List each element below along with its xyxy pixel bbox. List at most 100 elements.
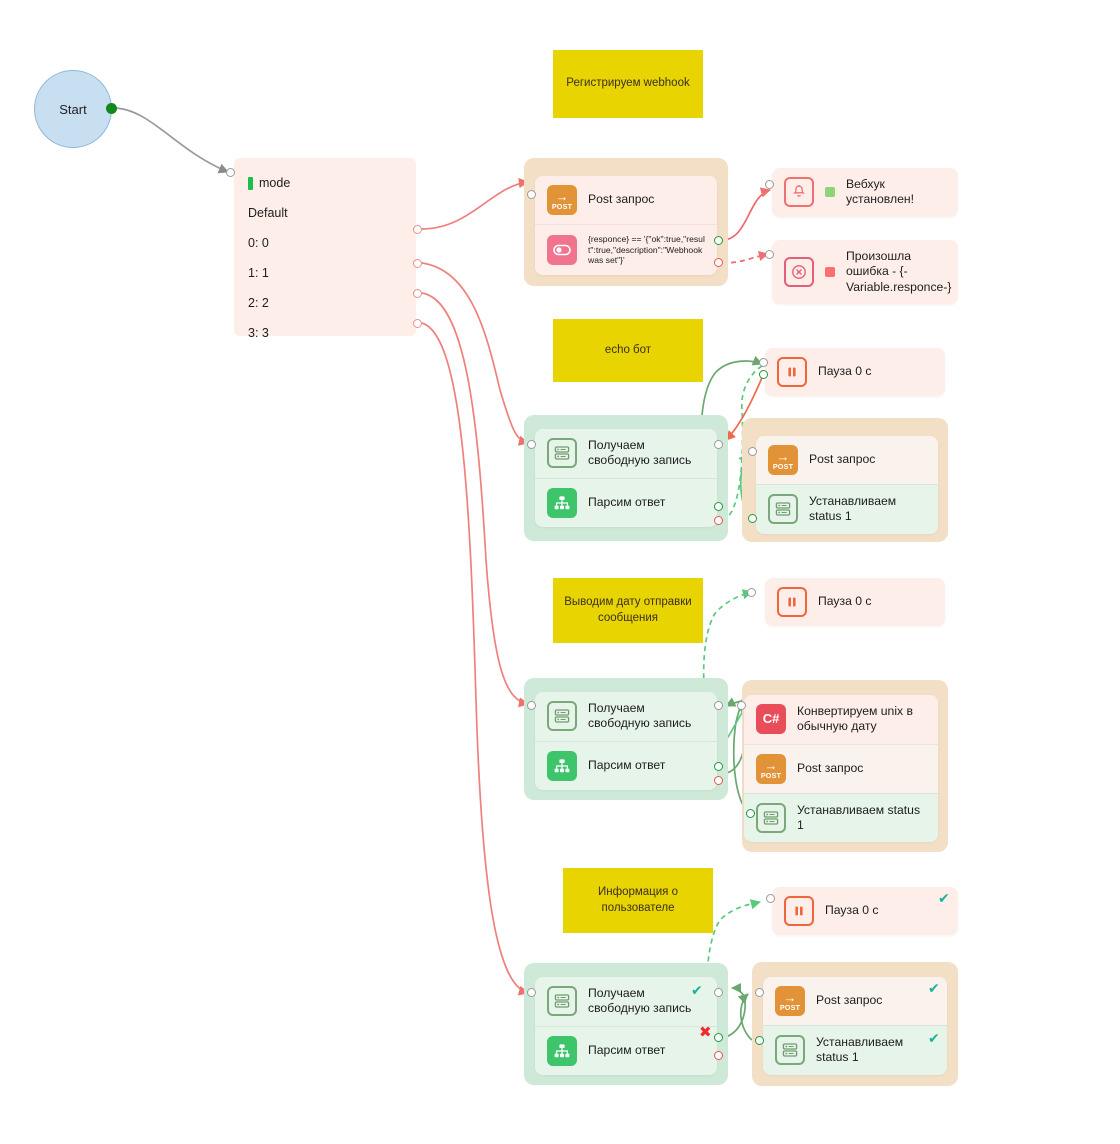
date-getrecord-output-port[interactable]: [714, 701, 723, 710]
note-text: Регистрируем webhook: [566, 77, 690, 90]
mode-row-1[interactable]: 1: 1: [248, 258, 416, 288]
user-pause-card[interactable]: Пауза 0 с: [772, 887, 958, 935]
echo-parse-ok-port[interactable]: [714, 502, 723, 511]
user-pause-row[interactable]: Пауза 0 с: [772, 887, 958, 935]
mode-output-port-3[interactable]: [413, 319, 422, 328]
note-register-webhook[interactable]: Регистрируем webhook: [553, 50, 703, 118]
echo-pause-row[interactable]: Пауза 0 с: [765, 348, 945, 396]
mode-switch-node[interactable]: mode Default 0: 0 1: 1 2: 2 3: 3: [234, 158, 416, 340]
user-pause-input-port[interactable]: [766, 894, 775, 903]
user-pause-check-icon: ✔: [938, 890, 950, 906]
user-getrecord-label: Получаем свободную запись: [588, 986, 692, 1016]
mode-input-port[interactable]: [226, 168, 235, 177]
webhook-condition-label: {responce} == '{"ok":true,"result":true,…: [588, 234, 705, 266]
date-pause-input-port[interactable]: [747, 588, 756, 597]
mode-row-3[interactable]: 3: 3: [248, 318, 416, 348]
date-setstatus-row[interactable]: Устанавливаем status 1: [744, 792, 938, 842]
mode-row-2[interactable]: 2: 2: [248, 288, 416, 318]
mode-row-0[interactable]: 0: 0: [248, 228, 416, 258]
date-csharp-row[interactable]: C# Конвертируем unix в обычную дату: [744, 695, 938, 744]
user-post-check-icon: ✔: [928, 980, 940, 996]
echo-post-input-port[interactable]: [748, 447, 757, 456]
date-source-input-port[interactable]: [527, 701, 536, 710]
webhook-condition-row[interactable]: {responce} == '{"ok":true,"result":true,…: [535, 224, 717, 276]
date-post-row[interactable]: →POST Post запрос: [744, 743, 938, 793]
server-icon: [775, 1035, 805, 1066]
start-output-port[interactable]: [106, 103, 117, 114]
webhook-error-row[interactable]: Произошла ошибка - {-Variable.responce-}: [772, 240, 958, 304]
date-parse-ok-port[interactable]: [714, 762, 723, 771]
date-source-card[interactable]: Получаем свободную запись Парсим ответ: [535, 692, 717, 790]
user-setstatus-port[interactable]: [755, 1036, 764, 1045]
webhook-post-card[interactable]: →POST Post запрос {responce} == '{"ok":t…: [535, 176, 717, 276]
echo-getrecord-output-port[interactable]: [714, 440, 723, 449]
webhook-error-card[interactable]: Произошла ошибка - {-Variable.responce-}: [772, 240, 958, 304]
echo-getrecord-label: Получаем свободную запись: [588, 438, 692, 468]
mode-title: mode: [259, 176, 291, 190]
echo-setstatus-port[interactable]: [748, 514, 757, 523]
user-source-card[interactable]: Получаем свободную запись Парсим ответ: [535, 977, 717, 1075]
user-action-card[interactable]: →POST Post запрос Устанавливаем status 1: [763, 977, 947, 1075]
date-csharp-input-port[interactable]: [737, 701, 746, 710]
webhook-post-input-port[interactable]: [527, 190, 536, 199]
user-post-row[interactable]: →POST Post запрос: [763, 977, 947, 1025]
user-getrecord-output-port[interactable]: [714, 988, 723, 997]
echo-parse-row[interactable]: Парсим ответ: [535, 477, 717, 527]
user-post-input-port[interactable]: [755, 988, 764, 997]
user-parse-row[interactable]: Парсим ответ: [535, 1025, 717, 1075]
status-square-success: [825, 187, 835, 198]
start-node[interactable]: Start: [34, 70, 112, 148]
date-getrecord-row[interactable]: Получаем свободную запись: [535, 692, 717, 741]
note-text: echo бот: [604, 343, 652, 356]
date-parse-row[interactable]: Парсим ответ: [535, 740, 717, 790]
mode-output-port-0[interactable]: [413, 225, 422, 234]
note-send-date[interactable]: Выводим дату отправки сообщения: [553, 578, 703, 643]
webhook-cond-true-port[interactable]: [714, 236, 723, 245]
condition-toggle-icon: [547, 235, 577, 266]
user-getrecord-check-icon: ✔: [691, 982, 703, 998]
server-icon: [547, 986, 577, 1017]
date-pause-row[interactable]: Пауза 0 с: [765, 578, 945, 626]
date-pause-card[interactable]: Пауза 0 с: [765, 578, 945, 626]
webhook-success-card[interactable]: Вебхук установлен!: [772, 168, 958, 217]
note-user-info[interactable]: Информация о пользователе: [563, 868, 713, 933]
server-icon: [756, 802, 786, 833]
echo-source-card[interactable]: Получаем свободную запись Парсим ответ: [535, 429, 717, 527]
echo-setstatus-row[interactable]: Устанавливаем status 1: [756, 484, 938, 534]
user-parse-err-port[interactable]: [714, 1051, 723, 1060]
echo-post-label: Post запрос: [809, 452, 876, 467]
post-icon: →POST: [756, 753, 786, 784]
webhook-success-row[interactable]: Вебхук установлен!: [772, 168, 958, 217]
date-action-card[interactable]: C# Конвертируем unix в обычную дату →POS…: [744, 695, 938, 842]
note-text: Выводим дату отправки сообщения: [564, 595, 692, 624]
date-parse-err-port[interactable]: [714, 776, 723, 785]
mode-output-port-1[interactable]: [413, 259, 422, 268]
mode-output-port-2[interactable]: [413, 289, 422, 298]
echo-source-input-port[interactable]: [527, 440, 536, 449]
user-source-input-port[interactable]: [527, 988, 536, 997]
user-setstatus-label: Устанавливаем status 1: [816, 1035, 904, 1065]
echo-pause-output-port[interactable]: [759, 370, 768, 379]
date-setstatus-port[interactable]: [746, 809, 755, 818]
echo-post-row[interactable]: →POST Post запрос: [756, 436, 938, 484]
webhook-post-row[interactable]: →POST Post запрос: [535, 176, 717, 224]
pause-icon: [784, 896, 814, 926]
user-setstatus-row[interactable]: Устанавливаем status 1: [763, 1025, 947, 1075]
sitemap-icon: [547, 487, 577, 518]
echo-parse-err-port[interactable]: [714, 516, 723, 525]
user-getrecord-row[interactable]: Получаем свободную запись: [535, 977, 717, 1026]
webhook-cond-false-port[interactable]: [714, 258, 723, 267]
mode-row-label: 1: 1: [248, 266, 269, 280]
post-icon: →POST: [768, 445, 798, 475]
echo-pause-card[interactable]: Пауза 0 с: [765, 348, 945, 396]
user-parse-ok-port[interactable]: [714, 1033, 723, 1042]
echo-getrecord-row[interactable]: Получаем свободную запись: [535, 429, 717, 478]
webhook-success-input-port[interactable]: [765, 180, 774, 189]
note-echo-bot[interactable]: echo бот: [553, 319, 703, 382]
date-setstatus-label: Устанавливаем status 1: [797, 802, 921, 832]
webhook-error-input-port[interactable]: [765, 250, 774, 259]
echo-action-card[interactable]: →POST Post запрос Устанавливаем status 1: [756, 436, 938, 534]
echo-pause-input-port[interactable]: [759, 358, 768, 367]
mode-row-default[interactable]: Default: [248, 198, 416, 228]
